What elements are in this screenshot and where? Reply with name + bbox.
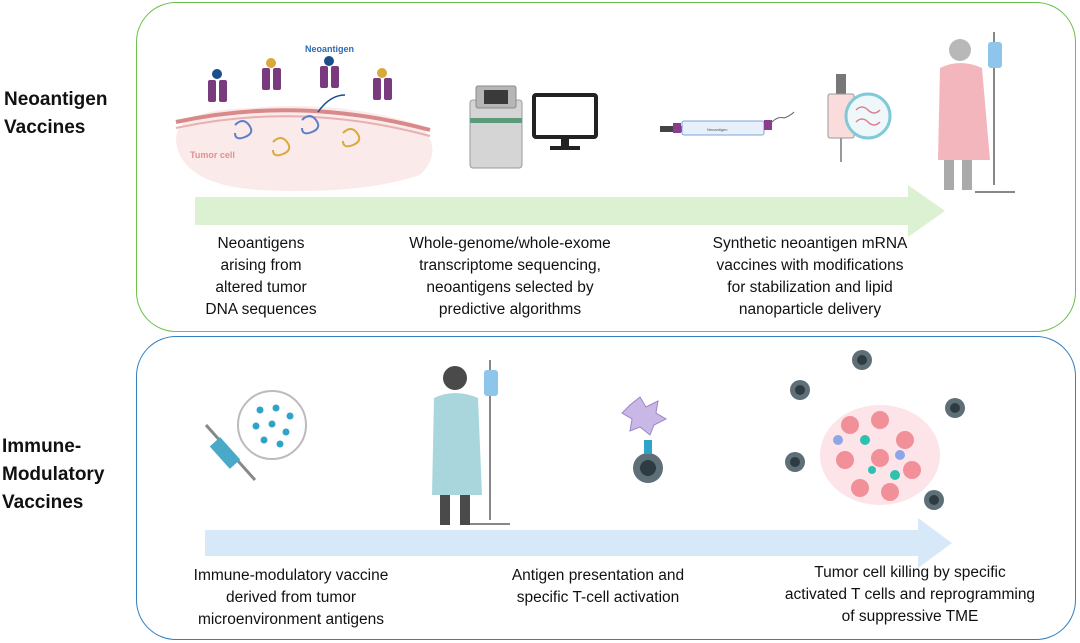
step-caption-neoantigens: Neoantigens arising from altered tumor D… (205, 235, 317, 318)
immune-row-title: Immune- Modulatory Vaccines (2, 436, 105, 513)
vaccine-syringe-icon (204, 390, 307, 481)
mrna-strand-label: Neoantigen (707, 127, 727, 132)
neoantigen-label: Neoantigen (305, 44, 354, 54)
step-caption-mrna-vaccine: Synthetic neoantigen mRNA vaccines with … (712, 235, 908, 318)
t-cell-icon (633, 440, 663, 483)
bottom-process-arrow (205, 518, 952, 568)
step-caption-antigen-presentation: Antigen presentation and specific T-cell… (511, 567, 685, 606)
step-caption-tumor-killing: Tumor cell killing by specific activated… (784, 564, 1036, 625)
monitor-icon (532, 93, 598, 150)
tumor-cell-label: Tumor cell (190, 150, 235, 160)
patient-figure-top (938, 32, 1015, 193)
tumor-cell-illustration: Neoantigen Tumor cell (175, 44, 433, 191)
step-caption-immune-vaccine: Immune-modulatory vaccine derived from t… (193, 567, 389, 628)
step-caption-sequencing: Whole-genome/whole-exome transcriptome s… (409, 235, 611, 318)
neoantigen-row-title: Neoantigen Vaccines (4, 89, 108, 138)
top-process-arrow (195, 185, 945, 237)
tumor-killing-cluster (785, 350, 965, 510)
immune-modulatory-panel (136, 336, 1076, 640)
neoantigen-panel (136, 2, 1076, 332)
dendritic-cell-icon (621, 396, 668, 436)
patient-figure-bottom (432, 360, 510, 525)
mrna-strand-icon: Neoantigen (660, 111, 795, 136)
lipid-nanoparticle-icon (844, 92, 892, 140)
sequencer-icon (469, 85, 523, 169)
